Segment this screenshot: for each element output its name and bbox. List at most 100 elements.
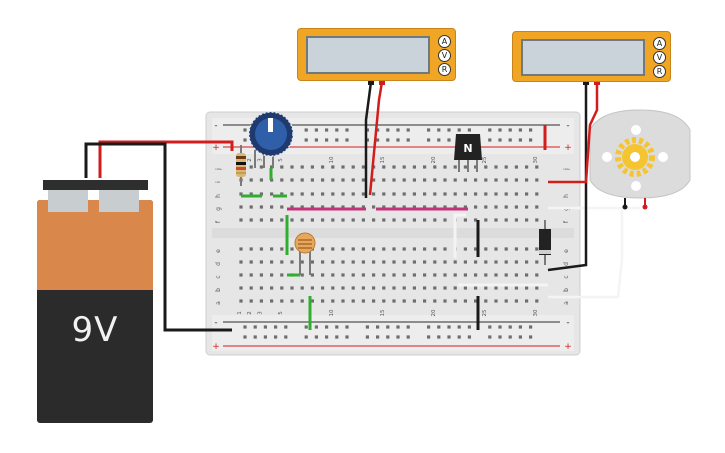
breadboard-hole[interactable] bbox=[484, 178, 488, 182]
breadboard-hole[interactable] bbox=[508, 325, 512, 329]
breadboard-hole[interactable] bbox=[474, 205, 478, 209]
breadboard-hole[interactable] bbox=[325, 335, 329, 339]
breadboard-hole[interactable] bbox=[457, 128, 461, 132]
breadboard-hole[interactable] bbox=[386, 325, 390, 329]
breadboard-hole[interactable] bbox=[253, 325, 257, 329]
breadboard-hole[interactable] bbox=[314, 325, 318, 329]
breadboard-hole[interactable] bbox=[382, 218, 386, 222]
breadboard-hole[interactable] bbox=[504, 247, 508, 251]
meter1-probe-black[interactable] bbox=[364, 81, 373, 198]
breadboard-hole[interactable] bbox=[525, 178, 529, 182]
breadboard-hole[interactable] bbox=[310, 165, 314, 169]
breadboard-hole[interactable] bbox=[361, 273, 365, 277]
breadboard-hole[interactable] bbox=[392, 205, 396, 209]
breadboard-hole[interactable] bbox=[396, 325, 400, 329]
breadboard-hole[interactable] bbox=[341, 192, 345, 196]
breadboard-hole[interactable] bbox=[412, 192, 416, 196]
breadboard-hole[interactable] bbox=[514, 286, 518, 290]
breadboard-hole[interactable] bbox=[392, 273, 396, 277]
breadboard-hole[interactable] bbox=[474, 273, 478, 277]
breadboard-hole[interactable] bbox=[453, 178, 457, 182]
breadboard-hole[interactable] bbox=[498, 335, 502, 339]
breadboard-hole[interactable] bbox=[239, 205, 243, 209]
breadboard-hole[interactable] bbox=[423, 247, 427, 251]
breadboard-hole[interactable] bbox=[514, 205, 518, 209]
breadboard-hole[interactable] bbox=[423, 218, 427, 222]
breadboard-hole[interactable] bbox=[239, 247, 243, 251]
breadboard-hole[interactable] bbox=[372, 205, 376, 209]
battery-9v[interactable] bbox=[37, 180, 153, 423]
breadboard-hole[interactable] bbox=[402, 165, 406, 169]
breadboard-hole[interactable] bbox=[447, 138, 451, 142]
multimeter-2-mode-a[interactable]: A bbox=[653, 37, 666, 50]
breadboard-hole[interactable] bbox=[376, 138, 380, 142]
breadboard-hole[interactable] bbox=[518, 325, 522, 329]
breadboard-hole[interactable] bbox=[529, 325, 533, 329]
meter2-probe-red[interactable] bbox=[548, 82, 599, 184]
breadboard-hole[interactable] bbox=[314, 335, 318, 339]
breadboard-hole[interactable] bbox=[529, 128, 533, 132]
breadboard-hole[interactable] bbox=[443, 260, 447, 264]
breadboard-hole[interactable] bbox=[310, 205, 314, 209]
breadboard-hole[interactable] bbox=[321, 178, 325, 182]
wire-white-1[interactable] bbox=[453, 213, 466, 258]
breadboard-hole[interactable] bbox=[361, 192, 365, 196]
breadboard-hole[interactable] bbox=[331, 178, 335, 182]
breadboard-hole[interactable] bbox=[443, 165, 447, 169]
breadboard-hole[interactable] bbox=[300, 192, 304, 196]
breadboard-hole[interactable] bbox=[331, 260, 335, 264]
breadboard-hole[interactable] bbox=[529, 138, 533, 142]
breadboard-hole[interactable] bbox=[290, 178, 294, 182]
breadboard-hole[interactable] bbox=[365, 138, 369, 142]
breadboard-hole[interactable] bbox=[474, 192, 478, 196]
breadboard-hole[interactable] bbox=[402, 286, 406, 290]
breadboard-hole[interactable] bbox=[300, 273, 304, 277]
breadboard-hole[interactable] bbox=[361, 247, 365, 251]
breadboard-hole[interactable] bbox=[345, 325, 349, 329]
breadboard-hole[interactable] bbox=[249, 218, 253, 222]
breadboard-hole[interactable] bbox=[270, 205, 274, 209]
breadboard-hole[interactable] bbox=[525, 205, 529, 209]
breadboard-hole[interactable] bbox=[270, 192, 274, 196]
breadboard-hole[interactable] bbox=[249, 286, 253, 290]
breadboard-hole[interactable] bbox=[290, 247, 294, 251]
wire-white-motor-negative[interactable] bbox=[548, 210, 624, 299]
breadboard-hole[interactable] bbox=[494, 218, 498, 222]
breadboard-hole[interactable] bbox=[372, 218, 376, 222]
breadboard-hole[interactable] bbox=[361, 165, 365, 169]
breadboard-hole[interactable] bbox=[300, 218, 304, 222]
breadboard-hole[interactable] bbox=[453, 260, 457, 264]
breadboard-hole[interactable] bbox=[239, 218, 243, 222]
breadboard-hole[interactable] bbox=[270, 165, 274, 169]
dc-motor[interactable] bbox=[589, 109, 691, 210]
breadboard-hole[interactable] bbox=[280, 247, 284, 251]
breadboard-hole[interactable] bbox=[280, 273, 284, 277]
breadboard-hole[interactable] bbox=[239, 273, 243, 277]
breadboard-hole[interactable] bbox=[437, 128, 441, 132]
breadboard-hole[interactable] bbox=[494, 260, 498, 264]
breadboard-hole[interactable] bbox=[453, 205, 457, 209]
breadboard-hole[interactable] bbox=[402, 192, 406, 196]
breadboard-hole[interactable] bbox=[249, 260, 253, 264]
breadboard-hole[interactable] bbox=[259, 192, 263, 196]
breadboard-hole[interactable] bbox=[259, 260, 263, 264]
breadboard-hole[interactable] bbox=[280, 165, 284, 169]
breadboard-hole[interactable] bbox=[331, 247, 335, 251]
breadboard-hole[interactable] bbox=[280, 218, 284, 222]
breadboard-hole[interactable] bbox=[382, 165, 386, 169]
breadboard-hole[interactable] bbox=[372, 192, 376, 196]
breadboard-hole[interactable] bbox=[382, 205, 386, 209]
breadboard-hole[interactable] bbox=[423, 286, 427, 290]
breadboard-hole[interactable] bbox=[300, 205, 304, 209]
breadboard-hole[interactable] bbox=[396, 335, 400, 339]
multimeter-1-mode-r[interactable]: R bbox=[438, 63, 451, 76]
breadboard-hole[interactable] bbox=[514, 178, 518, 182]
breadboard-hole[interactable] bbox=[274, 335, 278, 339]
breadboard-hole[interactable] bbox=[321, 205, 325, 209]
breadboard-hole[interactable] bbox=[351, 205, 355, 209]
breadboard-hole[interactable] bbox=[310, 260, 314, 264]
breadboard-hole[interactable] bbox=[484, 273, 488, 277]
breadboard-hole[interactable] bbox=[290, 165, 294, 169]
breadboard-hole[interactable] bbox=[535, 286, 539, 290]
breadboard-hole[interactable] bbox=[518, 138, 522, 142]
